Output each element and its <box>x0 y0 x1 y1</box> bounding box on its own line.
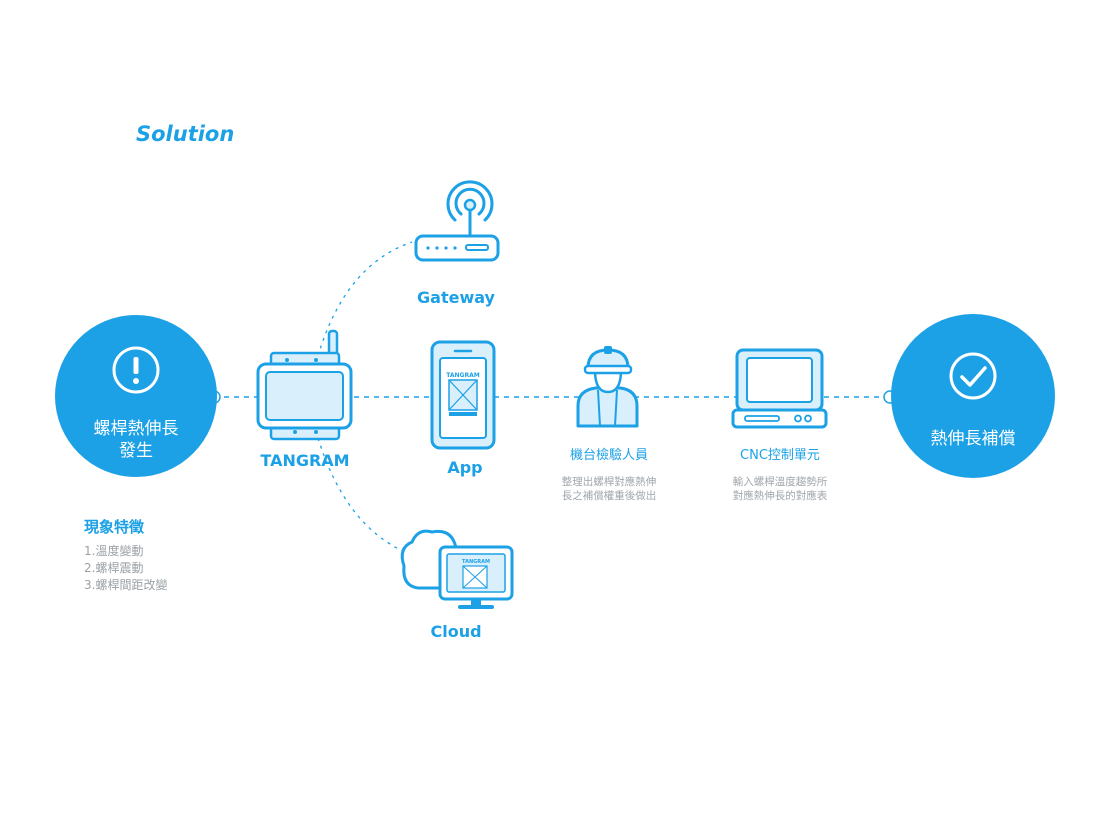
app-label: App <box>447 458 483 477</box>
start-node-circle <box>55 315 217 477</box>
inspector-label: 機台檢驗人員 <box>569 448 648 463</box>
cnc-terminal-icon <box>731 348 828 429</box>
gateway-connector-arc <box>317 241 413 357</box>
start-node-label: 螺桿熱伸長 發生 <box>86 418 186 462</box>
cloud-screen-text: TANGRAM <box>462 559 490 565</box>
cnc-desc-line1: 輸入螺桿溫度趨勢所 <box>732 476 828 488</box>
features-list: 1.溫度變動 2.螺桿震動 3.螺桿間距改變 <box>84 543 167 594</box>
features-title: 現象特徵 <box>84 518 145 536</box>
end-node-circle <box>891 314 1055 478</box>
start-node-label-line2: 發生 <box>119 441 153 461</box>
worker-icon <box>576 346 639 428</box>
cnc-description: 輸入螺桿溫度趨勢所 對應熱伸長的對應表 <box>715 475 845 503</box>
cloud-label: Cloud <box>430 622 482 641</box>
phone-icon <box>430 340 496 450</box>
inspector-desc-line2: 長之補償權重後做出 <box>561 490 657 502</box>
check-icon <box>949 352 997 400</box>
router-icon <box>414 180 500 262</box>
feature-item: 1.溫度變動 <box>84 544 144 558</box>
feature-item: 3.螺桿間距改變 <box>84 578 168 592</box>
solution-title: Solution <box>136 122 235 146</box>
cloud-connector-arc <box>317 437 406 553</box>
inspector-description: 整理出螺桿對應熱伸 長之補償權重後做出 <box>544 475 674 503</box>
tangram-label: TANGRAM <box>260 451 350 470</box>
start-node-label-line1: 螺桿熱伸長 <box>93 419 179 439</box>
cnc-desc-line2: 對應熱伸長的對應表 <box>732 490 828 502</box>
cloud-monitor-icon <box>400 529 514 609</box>
end-node-label: 熱伸長補償 <box>930 429 1016 449</box>
gateway-label: Gateway <box>417 288 495 307</box>
feature-item: 2.螺桿震動 <box>84 561 144 575</box>
alert-icon <box>112 346 160 394</box>
cnc-label: CNC控制單元 <box>740 448 820 463</box>
inspector-desc-line1: 整理出螺桿對應熱伸 <box>561 476 657 488</box>
app-screen-text: TANGRAM <box>446 372 479 379</box>
tangram-device-icon <box>256 329 353 441</box>
